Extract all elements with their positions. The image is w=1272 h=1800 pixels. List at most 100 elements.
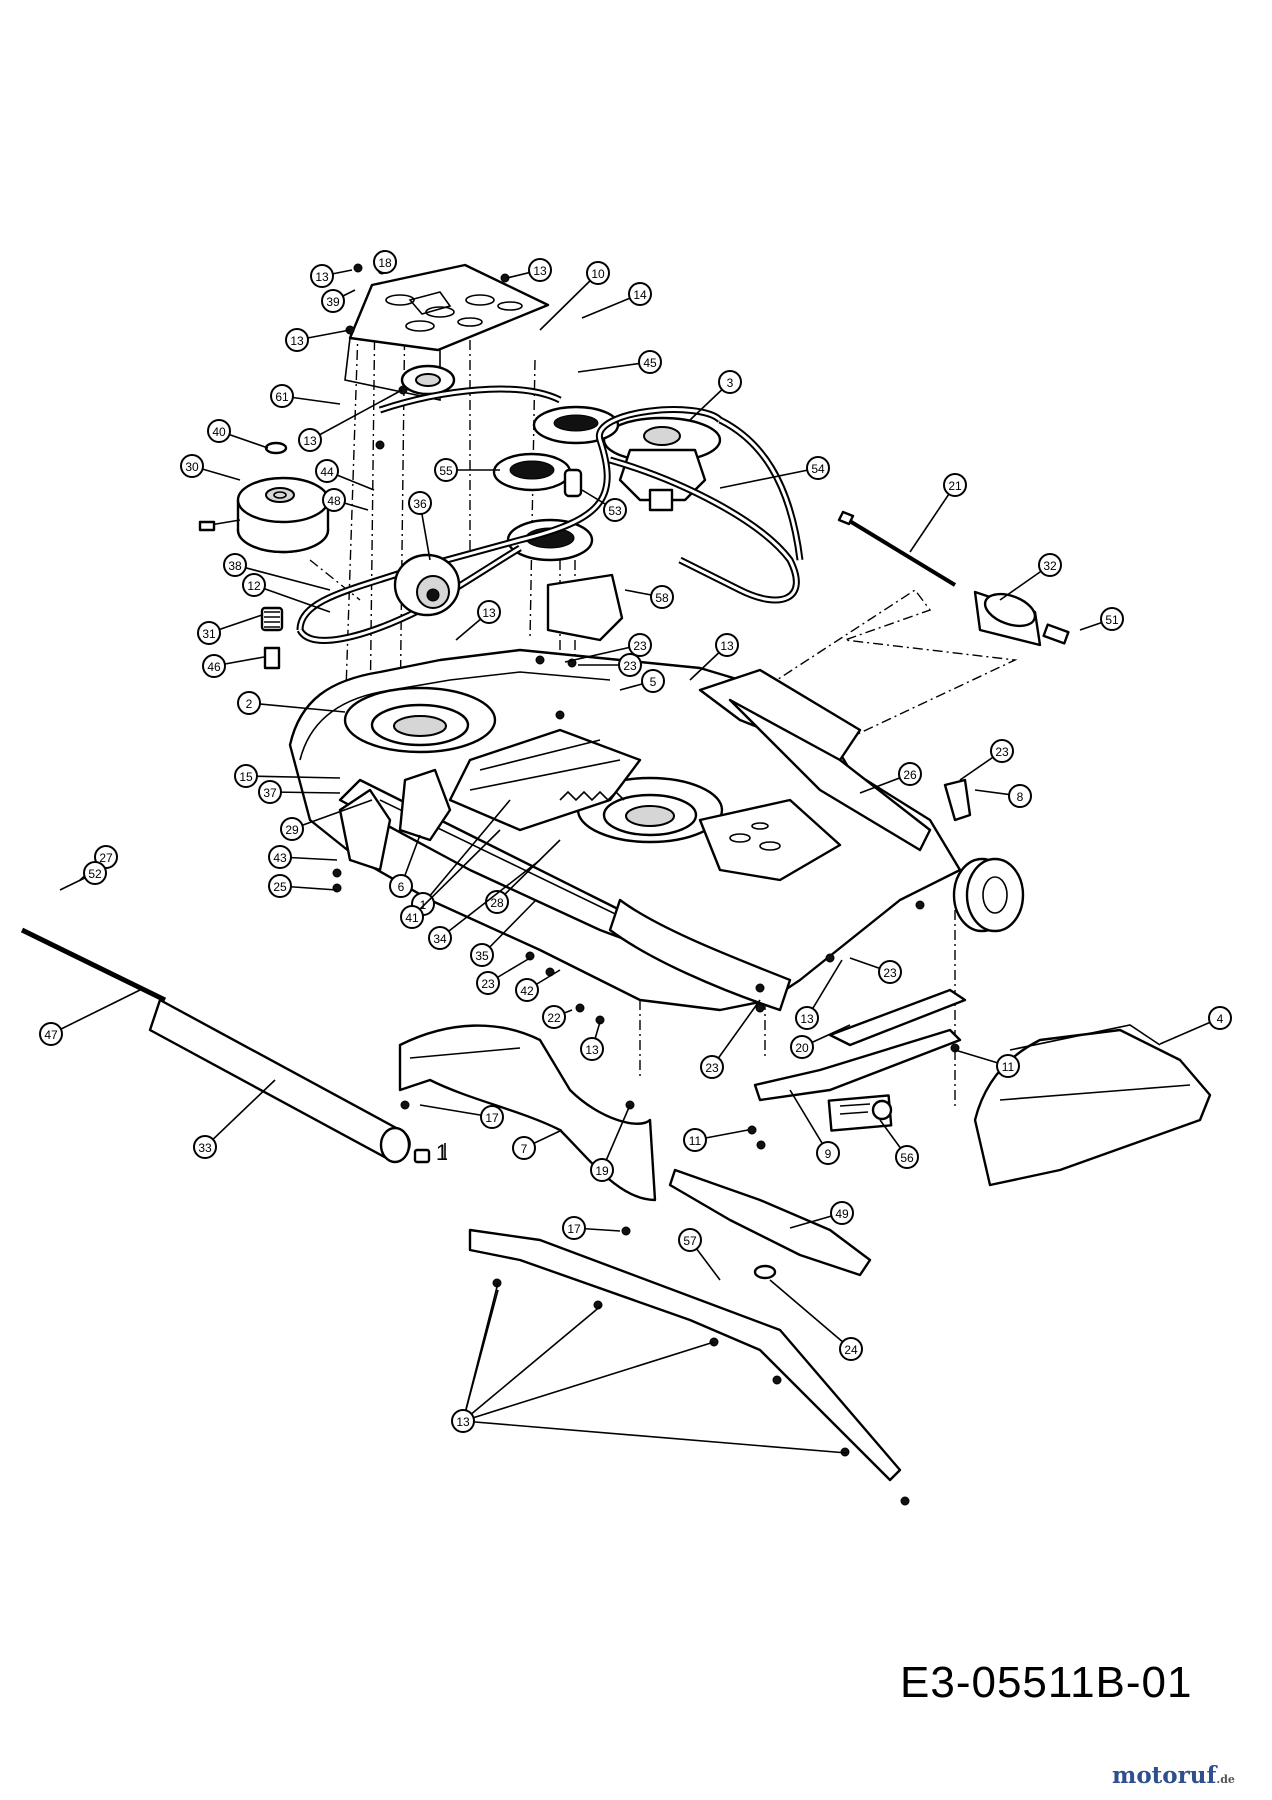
callout-number: 29 — [285, 823, 299, 837]
callout-circle — [280, 817, 304, 841]
callout-leader — [50, 989, 141, 1035]
callout-number: 53 — [608, 504, 622, 518]
callout-40: 40 — [207, 419, 269, 449]
callout-49: 49 — [789, 1201, 854, 1229]
callout-circle — [528, 258, 552, 282]
callout-number: 11 — [689, 1134, 702, 1148]
callout-23: 23 — [578, 653, 642, 677]
callout-leader — [711, 999, 761, 1068]
callout-13: 13 — [451, 1282, 848, 1454]
callout-number: 15 — [239, 770, 253, 784]
callout-leader — [204, 1079, 276, 1148]
callout-circle — [878, 960, 902, 984]
callout-circle — [700, 1055, 724, 1079]
callout-number: 13 — [482, 606, 496, 620]
callout-number: 52 — [88, 867, 102, 881]
callout-circle — [683, 1128, 707, 1152]
callout-circle — [895, 1145, 919, 1169]
callout-number: 17 — [485, 1111, 499, 1125]
callout-23: 23 — [959, 739, 1014, 781]
callout-number: 23 — [623, 659, 637, 673]
callout-circle — [806, 456, 830, 480]
callout-circle — [39, 1022, 63, 1046]
callout-circle — [790, 1035, 814, 1059]
callout-number: 9 — [825, 1147, 832, 1161]
shaft-32 — [973, 590, 1070, 647]
callout-14: 14 — [581, 282, 652, 319]
callout-circle — [943, 473, 967, 497]
mower-deck-shell — [288, 648, 972, 1012]
callout-number: 23 — [481, 977, 495, 991]
callout-leader — [462, 1420, 848, 1454]
callout-number: 5 — [650, 675, 657, 689]
callout-7: 7 — [512, 1129, 563, 1160]
callout-number: 37 — [263, 786, 277, 800]
callout-circle — [515, 978, 539, 1002]
callout-number: 47 — [44, 1028, 58, 1042]
discharge-chute — [973, 1024, 1212, 1187]
callout-13: 13 — [689, 633, 739, 681]
callout-number: 25 — [273, 880, 287, 894]
callout-circle — [270, 384, 294, 408]
callout-number: 31 — [202, 627, 216, 641]
callout-leader — [462, 1341, 715, 1422]
decal-56 — [827, 1094, 893, 1132]
callout-leader — [719, 467, 819, 489]
pulley-55 — [492, 452, 572, 492]
callout-46: 46 — [202, 654, 265, 678]
callout-circle — [180, 454, 204, 478]
callout-circle — [715, 633, 739, 657]
callout-number: 45 — [643, 356, 657, 370]
callout-12: 12 — [242, 573, 331, 613]
callout-leader — [234, 564, 331, 591]
callout-circle — [638, 350, 662, 374]
callout-number: 17 — [567, 1222, 581, 1236]
callout-number: 43 — [273, 851, 287, 865]
callout-circle — [580, 1037, 604, 1061]
callout-33: 33 — [193, 1079, 276, 1159]
callout-number: 40 — [212, 425, 226, 439]
callout-circle — [562, 1216, 586, 1240]
idler-pulley-36 — [393, 553, 461, 617]
watermark-text: motoruf — [1112, 1762, 1217, 1789]
callout-number: 8 — [1017, 790, 1024, 804]
callout-number: 54 — [811, 462, 825, 476]
callout-15: 15 — [234, 764, 341, 788]
callout-number: 39 — [326, 295, 340, 309]
callout-leader — [291, 799, 373, 830]
callout-circle — [451, 1409, 475, 1433]
callout-circle — [268, 845, 292, 869]
callout-31: 31 — [197, 614, 263, 645]
callout-number: 13 — [533, 264, 547, 278]
watermark: motoruf.de — [1112, 1762, 1235, 1789]
callout-number: 38 — [228, 559, 242, 573]
callout-13: 13 — [795, 959, 843, 1030]
pto-clutch — [198, 441, 330, 554]
callout-circle — [1208, 1006, 1232, 1030]
callout-number: 49 — [835, 1207, 849, 1221]
callout-circle — [321, 289, 345, 313]
callout-circle — [590, 1158, 614, 1182]
callout-42: 42 — [515, 969, 561, 1002]
callout-number: 13 — [290, 334, 304, 348]
callout-circle — [990, 739, 1014, 763]
callout-38: 38 — [223, 553, 331, 591]
callout-leader — [462, 1304, 603, 1422]
callout-number: 23 — [633, 639, 647, 653]
callout-53: 53 — [581, 489, 627, 522]
callout-number: 13 — [456, 1415, 470, 1429]
callout-number: 6 — [398, 880, 405, 894]
callout-leader — [248, 702, 346, 713]
callout-23: 23 — [700, 999, 761, 1079]
roller-assembly — [20, 927, 446, 1164]
callout-13: 13 — [580, 1021, 604, 1061]
strip-9 — [753, 1028, 962, 1102]
loose-mark: 1 — [436, 1140, 448, 1165]
callout-circle — [839, 1337, 863, 1361]
callout-circle — [428, 926, 452, 950]
callout-circle — [83, 861, 107, 885]
callout-37: 37 — [258, 780, 341, 804]
callout-number: 13 — [303, 434, 317, 448]
